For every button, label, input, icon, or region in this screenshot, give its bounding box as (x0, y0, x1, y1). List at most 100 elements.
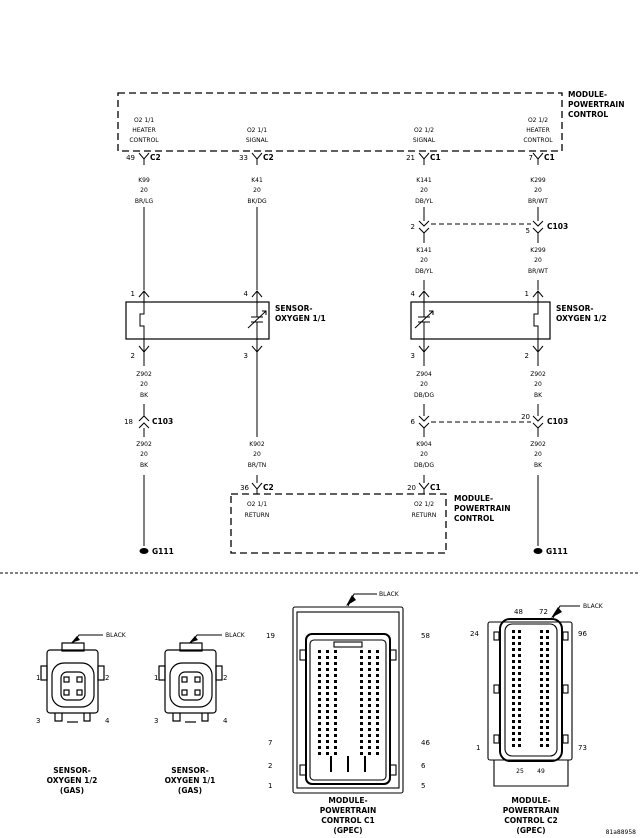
pin-cavity (540, 702, 543, 705)
pin-cavity (318, 674, 321, 677)
connector-1-caption-3: (GAS) (60, 786, 84, 795)
arrow-icon (346, 595, 356, 606)
c103-upper-connector (418, 220, 544, 234)
connector-2-caption-2: OXYGEN 1/1 (165, 776, 216, 785)
wire-k299-b-color: BR/WT (528, 268, 548, 275)
arrow-icon (189, 636, 198, 643)
pin-cavity (326, 668, 329, 671)
pin-cavity (512, 696, 515, 699)
pin-cavity (376, 740, 379, 743)
pin-name-signal12-1: O2 1/2 (414, 127, 434, 134)
pin-cavity (326, 716, 329, 719)
pin-cavity (376, 722, 379, 725)
pin-cavity (546, 732, 549, 735)
connector-2-pin-2: 2 (223, 674, 227, 682)
c103-upper-label: C103 (547, 222, 568, 231)
pin-name-heater12-2: HEATER (526, 127, 550, 134)
cavity-20: 20 (407, 484, 416, 492)
cavity-21: 21 (406, 154, 415, 162)
pin-cavity (518, 672, 521, 675)
connector-4-pin-24: 24 (470, 630, 479, 638)
pin-cavity (540, 684, 543, 687)
wire-k299-b-gauge: 20 (534, 257, 542, 264)
sensor-12-label-2: OXYGEN 1/2 (556, 314, 607, 323)
c103-upper-cavity-5: 5 (526, 227, 530, 235)
pin-cavity (376, 662, 379, 665)
pin-cavity (360, 746, 363, 749)
pin-cavity (376, 686, 379, 689)
pin-cavity (546, 660, 549, 663)
pin-cavity (512, 642, 515, 645)
pin-cavity (326, 674, 329, 677)
module-powertrain-top: MODULE- POWERTRAIN CONTROL O2 1/1 HEATER… (117, 90, 624, 152)
pin-cavity (540, 678, 543, 681)
pcm-c1-pin-field (318, 650, 379, 755)
pin-cavity (368, 704, 371, 707)
pin-name-heater12-3: CONTROL (523, 137, 553, 144)
c103-lower-label-left: C103 (152, 417, 173, 426)
pin-cavity (360, 650, 363, 653)
pin-cavity (334, 692, 337, 695)
pin-cavity (540, 648, 543, 651)
pin-cavity (546, 630, 549, 633)
pin-cavity (540, 726, 543, 729)
wire-k99-color: BR/LG (135, 198, 154, 205)
connector-2-pin-3: 3 (154, 717, 158, 725)
connector-4-color: BLACK (583, 603, 604, 610)
pin-cavity (368, 692, 371, 695)
pin-cavity (334, 740, 337, 743)
pin-cavity (512, 714, 515, 717)
pin-cavity (334, 722, 337, 725)
wire-k41: K41 (251, 177, 263, 184)
pin-cavity (546, 702, 549, 705)
pin-cavity (368, 728, 371, 731)
pin-cavity (546, 714, 549, 717)
connector-3-pin-46: 46 (421, 739, 430, 747)
pin-cavity (518, 738, 521, 741)
pin-cavity (512, 738, 515, 741)
wire-z902-b-color: BK (534, 392, 543, 399)
pin-cavity (318, 716, 321, 719)
pin-cavity (326, 752, 329, 755)
connector-c1-a: C1 (430, 153, 441, 162)
arrow-icon (71, 636, 80, 643)
connector-4-pin-96: 96 (578, 630, 587, 638)
pin-cavity (368, 668, 371, 671)
pin-cavity (334, 686, 337, 689)
connector-view-sensor-11 (158, 634, 223, 723)
pin-cavity (546, 648, 549, 651)
connector-3-pin-5: 5 (421, 782, 425, 790)
wire-z902-d-color: BK (534, 462, 543, 469)
pin-cavity (540, 714, 543, 717)
pin-cavity (546, 708, 549, 711)
pin-cavity (546, 672, 549, 675)
connector-1-caption-2: OXYGEN 1/2 (47, 776, 98, 785)
pin-cavity (512, 720, 515, 723)
c103-lower-cavity-20: 20 (521, 413, 530, 421)
connector-2-pin-1: 1 (154, 674, 158, 682)
pcm-c2-pin-field (512, 630, 549, 747)
c103-lower-cavity-18: 18 (124, 418, 133, 426)
pin-cavity (540, 642, 543, 645)
connector-c2-a: C2 (150, 153, 161, 162)
lower-wire-labels: Z902 20 BK Z904 20 DB/DG Z902 20 BK (136, 371, 546, 399)
wire-k904: K904 (416, 441, 432, 448)
wire-k141-b-color: DB/YL (415, 268, 433, 275)
pin-cavity (376, 674, 379, 677)
pin-cavity (326, 746, 329, 749)
connector-1-pin-2: 2 (105, 674, 109, 682)
pin-cavity (360, 704, 363, 707)
wire-k141: K141 (416, 177, 432, 184)
pin-cavity (360, 692, 363, 695)
connector-3-caption-1: MODULE- (328, 796, 367, 805)
pin-cavity (540, 732, 543, 735)
pin-cavity (368, 752, 371, 755)
pin-cavity (360, 698, 363, 701)
ground-symbols (139, 548, 543, 554)
pin-cavity (318, 752, 321, 755)
connector-c2-c: C2 (263, 483, 274, 492)
pin-cavity (368, 698, 371, 701)
pin-cavity (540, 690, 543, 693)
pin-name-signal11-1: O2 1/1 (247, 127, 267, 134)
pin-cavity (512, 654, 515, 657)
